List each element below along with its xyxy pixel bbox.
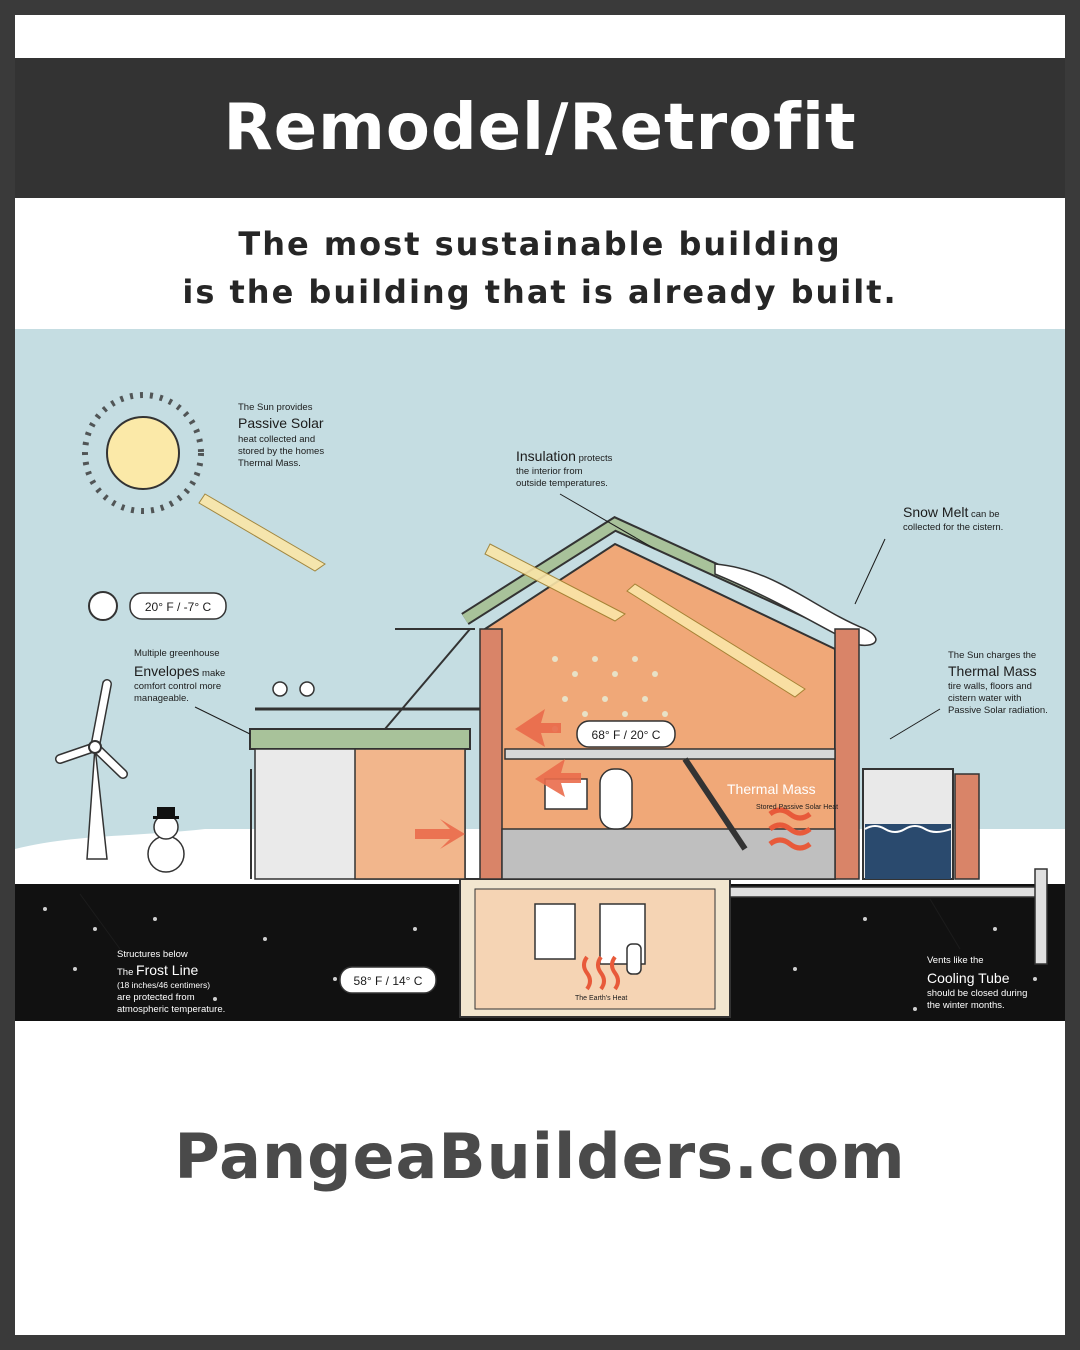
page-title: Remodel/Retrofit — [223, 91, 857, 165]
sun-icon — [82, 392, 204, 514]
insulation-heading: Insulation protects — [516, 448, 613, 464]
label-passive-solar: The Sun provides Passive Solar heat coll… — [238, 402, 324, 469]
earth-heat-label: The Earth's Heat — [575, 995, 627, 1002]
cooling-tube-line-3: should be closed during — [927, 988, 1027, 999]
frost-line-line-1: Structures below — [117, 949, 188, 960]
frost-line-prefix: The — [117, 967, 136, 978]
label-thermal-wall: Thermal Mass Stored Passive Solar Heat — [727, 781, 838, 811]
thermal-mass-line-1: The Sun charges the — [948, 650, 1036, 661]
tagline: The most sustainable building is the bui… — [15, 220, 1065, 316]
envelopes-heading: Envelopes make — [134, 663, 225, 679]
outdoor-temperature-badge: 20° F / -7° C — [88, 591, 227, 621]
insulation-line-2: the interior from — [516, 466, 583, 477]
label-cooling-tube: Vents like the Cooling Tube should be cl… — [927, 955, 1027, 1011]
thermal-mass-key: Thermal Mass — [948, 663, 1037, 679]
tagline-line-2: is the building that is already built. — [182, 273, 898, 311]
cooling-tube — [729, 886, 1041, 898]
envelopes-line-3: comfort control more — [134, 681, 221, 692]
indoor-temperature-badge: 68° F / 20° C — [576, 720, 676, 748]
label-snow-melt: Snow Melt can be collected for the ciste… — [903, 504, 1003, 533]
passive-solar-line-5: Thermal Mass. — [238, 458, 301, 469]
label-frost-line: Structures below The Frost Line (18 inch… — [117, 949, 225, 1015]
frost-line-line-4: are protected from — [117, 992, 195, 1003]
passive-solar-key: Passive Solar — [238, 415, 324, 431]
insulation-key: Insulation — [516, 448, 576, 464]
envelopes-line-4: manageable. — [134, 693, 189, 704]
thermometer-icon — [88, 591, 118, 621]
label-insulation: Insulation protects the interior from ou… — [516, 448, 613, 489]
passive-solar-line-1: The Sun provides — [238, 402, 313, 413]
frost-line-key: Frost Line — [136, 962, 198, 978]
thermal-mass-line-3: tire walls, floors and — [948, 681, 1032, 692]
house-cross-section-illustration: 20° F / -7° C 68° F / 20° C 58° F / 14° … — [15, 329, 1065, 1021]
cistern — [862, 768, 980, 880]
ground-temperature-badge: 58° F / 14° C — [339, 966, 437, 994]
thermal-wall-subtitle: Stored Passive Solar Heat — [756, 804, 838, 811]
thermal-mass-line-4: cistern water with — [948, 693, 1021, 704]
envelopes-key: Envelopes — [134, 663, 199, 679]
snow-melt-key: Snow Melt — [903, 504, 968, 520]
cooling-tube-line-1: Vents like the — [927, 955, 984, 966]
thermal-wall-title: Thermal Mass — [727, 781, 816, 797]
thermal-mass-line-5: Passive Solar radiation. — [948, 705, 1048, 716]
snow-melt-line-2: collected for the cistern. — [903, 522, 1003, 533]
insulation-suffix: protects — [576, 453, 613, 464]
heat-arrows — [415, 709, 581, 849]
envelopes-suffix: make — [199, 668, 225, 679]
cooling-tube-key: Cooling Tube — [927, 970, 1010, 986]
tagline-line-1: The most sustainable building — [238, 225, 842, 263]
insulation-line-3: outside temperatures. — [516, 478, 608, 489]
envelopes-line-1: Multiple greenhouse — [134, 648, 220, 659]
house-section — [198, 493, 877, 880]
passive-solar-line-4: stored by the homes — [238, 446, 324, 457]
outdoor-temp-text: 20° F / -7° C — [145, 600, 212, 614]
ground-temp-text: 58° F / 14° C — [354, 974, 423, 988]
snow-melt-heading: Snow Melt can be — [903, 504, 1000, 520]
cooling-tube-vent — [1034, 868, 1048, 965]
frost-line-line-5: atmospheric temperature. — [117, 1004, 225, 1015]
wind-turbine-icon — [55, 679, 128, 860]
basement — [459, 878, 731, 1018]
leader-lines — [79, 493, 961, 950]
website-url[interactable]: PangeaBuilders.com — [174, 1120, 906, 1193]
passive-solar-line-3: heat collected and — [238, 434, 315, 445]
sun-ray-icons — [198, 493, 806, 698]
label-envelopes: Multiple greenhouse Envelopes make comfo… — [134, 648, 225, 704]
snowman-icon — [147, 807, 185, 873]
title-bar: Remodel/Retrofit — [15, 58, 1065, 198]
poster-frame: Remodel/Retrofit The most sustainable bu… — [15, 15, 1065, 1335]
illustration-svg: 20° F / -7° C 68° F / 20° C 58° F / 14° … — [15, 329, 1065, 1021]
indoor-temp-text: 68° F / 20° C — [592, 728, 661, 742]
label-thermal-mass: The Sun charges the Thermal Mass tire wa… — [948, 650, 1048, 716]
frost-line-heading: The Frost Line — [117, 962, 198, 978]
frost-line-line-3: (18 inches/46 centimers) — [117, 980, 210, 990]
cooling-tube-line-4: the winter months. — [927, 1000, 1005, 1011]
snow-melt-suffix: can be — [968, 509, 999, 520]
thermal-waves — [768, 807, 812, 851]
